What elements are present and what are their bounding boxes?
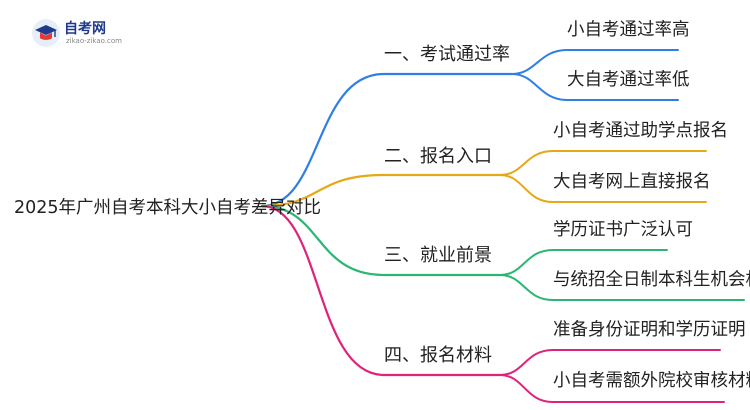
leaf-connector-1-1 (511, 49, 679, 75)
branch-label-2: 二、报名入口 (384, 146, 492, 167)
leaf-connector-4-2 (499, 374, 725, 403)
branch-label-1: 一、考试通过率 (384, 44, 510, 65)
leaf-connector-3-1 (499, 249, 668, 276)
site-logo: 自考网 zikao-zikao.com (30, 16, 140, 50)
leaf-2-1: 小自考通过助学点报名 (553, 121, 728, 141)
leaf-connector-3-2 (499, 274, 745, 301)
branch-connector-3 (260, 204, 502, 277)
leaf-connector-1-2 (511, 73, 679, 101)
leaf-4-1: 准备身份证明和学历证明 (553, 320, 746, 340)
leaf-connector-4-1 (499, 349, 721, 376)
leaf-3-1: 学历证书广泛认可 (553, 220, 693, 240)
leaf-1-1: 小自考通过率高 (567, 20, 690, 40)
branch-label-3: 三、就业前景 (384, 245, 492, 266)
leaf-2-2: 大自考网上直接报名 (553, 172, 711, 192)
logo-subtitle: zikao-zikao.com (66, 37, 122, 45)
root-topic: 2025年广州自考本科大小自考差异对比 (14, 198, 322, 218)
leaf-4-2: 小自考需额外院校审核材料 (553, 371, 750, 391)
branch-connector-4 (260, 204, 502, 377)
graduation-cap-icon (32, 19, 60, 47)
branch-label-4: 四、报名材料 (384, 345, 492, 366)
branch-connector-2 (260, 173, 502, 208)
leaf-1-2: 大自考通过率低 (567, 70, 690, 90)
leaf-connector-2-2 (499, 174, 707, 203)
leaf-3-2: 与统招全日制本科生机会相同 (553, 270, 750, 290)
leaf-connector-2-1 (499, 150, 707, 176)
branch-connector-1 (260, 72, 514, 208)
logo-title: 自考网 (64, 21, 106, 37)
